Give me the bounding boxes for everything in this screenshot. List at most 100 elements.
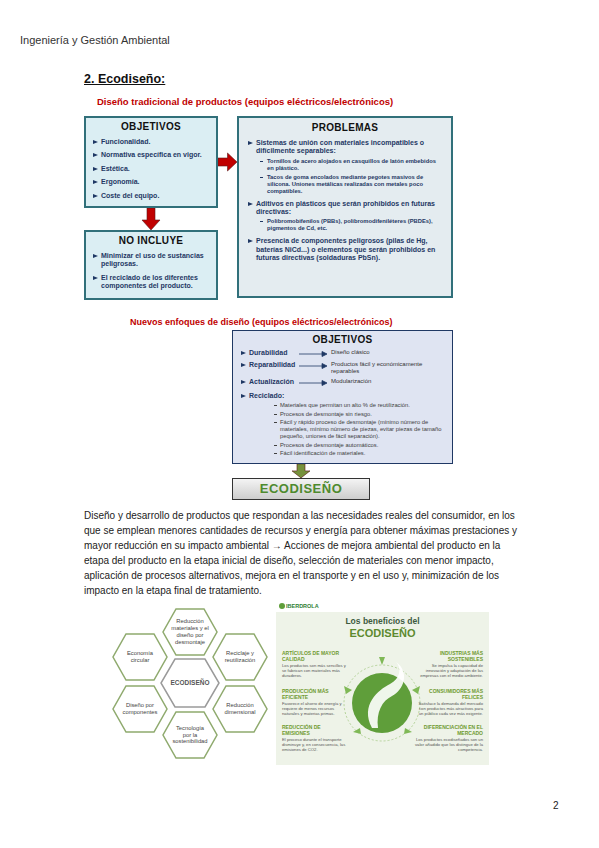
- block-arrow: [218, 153, 237, 171]
- infographic-title: ECODISEÑO: [276, 627, 489, 640]
- hexagon-label: Diseño por componentes: [112, 702, 168, 716]
- box-heading: OBJETIVOS: [240, 334, 445, 346]
- benefit-text: Los productos ecodiseñados son un valor …: [414, 737, 483, 752]
- benefit-heading: ARTÍCULOS DE MAYOR CALIDAD: [282, 650, 346, 662]
- list-item: Funcionalidad.: [92, 138, 210, 146]
- benefit-cell: DIFERENCIACIÓN EN EL MERCADOLos producto…: [414, 724, 483, 752]
- block-arrow: [142, 208, 160, 230]
- benefit-text: El proceso durante el transporte disminu…: [282, 737, 346, 752]
- hexagon-shape: [113, 686, 167, 732]
- objective-value: Productos fácil y económicamente reparab…: [331, 361, 445, 375]
- box-heading: OBJETIVOS: [92, 121, 210, 133]
- benefit-text: Favorece el ahorro de energía y requiere…: [282, 701, 346, 716]
- objective-value: Diseño clásico: [331, 349, 445, 356]
- hexagon-shape: [213, 634, 267, 680]
- benefit-cell: PRODUCCIÓN MÁS EFICIENTEFavorece el ahor…: [282, 688, 346, 716]
- objective-row: Reparabilidad Productos fácil y económica…: [240, 361, 445, 375]
- list-item: Coste del equipo.: [92, 192, 210, 200]
- list-item: Normativa específica en vigor.: [92, 151, 210, 159]
- objective-term: Actualización: [240, 378, 298, 386]
- hexagon-shape: [163, 712, 217, 758]
- sub-item: Tacos de goma encolados mediante pegotes…: [247, 174, 443, 195]
- hexagon: Reducción dimensional: [212, 685, 268, 733]
- section-title: 2. Ecodiseño:: [84, 72, 165, 87]
- hexagon-label: Reducción dimensional: [212, 702, 268, 716]
- benefit-heading: CONSUMIDORES MÁS FELICES: [414, 688, 483, 700]
- hexagon: Tecnología por la sostenibilidad: [162, 711, 218, 759]
- hexagon-label: Reducción materiales y el diseño por des…: [162, 618, 218, 646]
- objective-value: Modularización: [331, 378, 445, 385]
- benefit-cell: INDUSTRIAS MÁS SOSTENIBLESSe impulsa la …: [414, 650, 483, 678]
- logo-text: IBERDROLA: [286, 603, 366, 610]
- sub-item: Polibromobifenilos (PBBs), polibromodife…: [247, 218, 443, 232]
- benefit-cell: REDUCCIÓN DE EMISIONESEl proceso durante…: [282, 724, 346, 752]
- benefit-heading: PRODUCCIÓN MÁS EFICIENTE: [282, 688, 346, 700]
- hexagon-shape: [163, 609, 217, 655]
- objective-term: Durabilidad: [240, 349, 298, 357]
- hexagon-shape: [161, 659, 219, 707]
- objective-row: Durabilidad Diseño clásico: [240, 349, 445, 358]
- sphere-swirl: [368, 662, 404, 728]
- list-item: Estética.: [92, 165, 210, 173]
- objective-row: Actualización Modularización: [240, 378, 445, 387]
- objectives-box: OBJETIVOS Funcionalidad. Normativa específ…: [84, 116, 218, 208]
- infographic-ground: [276, 600, 489, 765]
- benefit-text: Los productos son más sencillos y se fab…: [282, 663, 346, 678]
- benefit-cell: CONSUMIDORES MÁS FELICESSatisface la dem…: [414, 688, 483, 716]
- list-item: Presencia de componentes peligrosos (pil…: [247, 237, 443, 262]
- sub-item: Fácil y rápido proceso de desmontaje (mí…: [240, 419, 445, 440]
- sub-item: Materiales que permitan un alto % de reu…: [240, 402, 445, 409]
- objective-term: Reparabilidad: [240, 361, 298, 369]
- box-heading: NO INCLUYE: [92, 235, 210, 247]
- infographic-strip: [276, 600, 489, 612]
- hexagon-label: Reciclaje y reutilización: [212, 650, 268, 664]
- ecodesign-box: ECODISEÑO: [232, 478, 370, 500]
- benefit-heading: INDUSTRIAS MÁS SOSTENIBLES: [414, 650, 483, 662]
- hexagon: Diseño por componentes: [112, 685, 168, 733]
- hexagon-label: ECODISEÑO: [170, 679, 209, 687]
- box-heading: PROBLEMAS: [247, 122, 443, 134]
- hexagon: Reciclaje y reutilización: [212, 633, 268, 681]
- small-arrow: [298, 379, 328, 387]
- section-subtitle: Nuevos enfoques de diseño (equipos eléct…: [130, 317, 510, 328]
- benefit-cell: ARTÍCULOS DE MAYOR CALIDADLos productos …: [282, 650, 346, 678]
- small-arrow-line: [299, 352, 327, 357]
- hexagon-label: Economía circular: [112, 650, 168, 664]
- sub-item: Procesos de desmontaje automáticos.: [240, 442, 445, 449]
- benefit-heading: DIFERENCIACIÓN EN EL MERCADO: [414, 724, 483, 736]
- hexagon: Reducción materiales y el diseño por des…: [162, 608, 218, 656]
- small-arrow: [298, 350, 328, 358]
- list-item: El reciclado de los diferentes component…: [92, 274, 210, 291]
- section-subtitle: Diseño tradicional de productos (equipos…: [97, 96, 517, 107]
- hexagon-label: Tecnología por la sostenibilidad: [162, 725, 218, 746]
- benefit-text: Se impulsa la capacidad de innovación y …: [414, 663, 483, 678]
- infographic-title: Los beneficios del: [276, 616, 489, 626]
- logo-mark: [279, 603, 285, 609]
- leaves: [344, 657, 420, 734]
- small-arrow-line: [299, 364, 327, 369]
- list-item: Sistemas de unión con materiales incompa…: [247, 139, 443, 156]
- new-objectives-box: OBJETIVOS Durabilidad Diseño clásicoRepara…: [232, 330, 453, 464]
- body-paragraph: Diseño y desarrollo de productos que res…: [84, 508, 518, 598]
- benefit-heading: REDUCCIÓN DE EMISIONES: [282, 724, 346, 736]
- excluded-box: NO INCLUYE Minimizar el uso de sustancias…: [84, 230, 218, 300]
- sub-item: Fácil identificación de materiales.: [240, 450, 445, 457]
- sub-item: Tornillos de acero alojados en casquillo…: [247, 158, 443, 172]
- page-number: 2: [553, 800, 573, 812]
- hexagon-shape: [113, 634, 167, 680]
- infographic-panel: IBERDROLA Los beneficios delECODISEÑO ARTÍ…: [276, 600, 489, 765]
- benefit-text: Satisface la demanda del mercado con pro…: [414, 701, 483, 716]
- small-arrow-line: [299, 381, 327, 386]
- list-item: Aditivos en plásticos que serán prohibid…: [247, 200, 443, 217]
- page-header: Ingeniería y Gestión Ambiental: [20, 34, 340, 47]
- box-label: ECODISEÑO: [260, 481, 343, 497]
- hexagon: Economía circular: [112, 633, 168, 681]
- problems-box: PROBLEMAS Sistemas de unión con materiale…: [237, 116, 453, 298]
- block-arrow: [292, 464, 310, 478]
- small-arrow: [298, 362, 328, 370]
- list-item: Minimizar el uso de sustancias peligrosa…: [92, 252, 210, 269]
- hexagon-center: ECODISEÑO: [160, 658, 220, 708]
- list-item: Ergonomía.: [92, 178, 210, 186]
- sub-item: Procesos de desmontaje sin riesgo.: [240, 411, 445, 418]
